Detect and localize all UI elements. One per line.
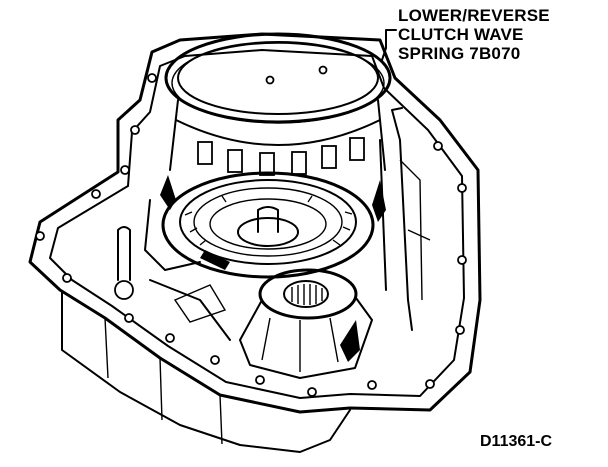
callout-line-3: SPRING 7B070 bbox=[398, 44, 521, 63]
left-dowel bbox=[117, 226, 131, 281]
drum-teeth bbox=[184, 195, 353, 246]
clutch-tabs bbox=[197, 137, 365, 176]
shadow-1 bbox=[160, 175, 176, 210]
wave-spring-edge bbox=[171, 42, 385, 124]
left-casting bbox=[144, 199, 231, 341]
right-servo bbox=[379, 107, 413, 331]
bearing-inner bbox=[283, 280, 329, 308]
wave-spring-outer bbox=[164, 32, 392, 124]
case-flange-outline bbox=[28, 32, 482, 414]
wave-spring-inner bbox=[177, 41, 379, 115]
shadow-3 bbox=[200, 250, 230, 270]
shadow-4 bbox=[340, 320, 360, 362]
callout-leader bbox=[381, 29, 397, 61]
right-channel bbox=[399, 159, 431, 301]
case-lower-rib bbox=[104, 317, 223, 445]
bearing-housing bbox=[239, 297, 373, 379]
callout-label: LOWER/REVERSE CLUTCH WAVE SPRING 7B070 bbox=[398, 6, 550, 63]
bearing-outer bbox=[258, 268, 358, 320]
drum-ring-3 bbox=[193, 187, 343, 257]
bearing-splines bbox=[291, 284, 323, 305]
left-boss bbox=[114, 280, 134, 300]
housing-ribs bbox=[261, 317, 339, 372]
case-inner-edge bbox=[49, 49, 465, 399]
drum-shaft bbox=[257, 206, 279, 233]
clutch-cylinder-walls bbox=[169, 99, 386, 171]
case-lower-body bbox=[61, 291, 351, 453]
left-slot bbox=[173, 284, 227, 323]
callout-line-2: CLUTCH WAVE bbox=[398, 25, 524, 44]
shadow-2 bbox=[372, 180, 386, 222]
drum-hub bbox=[237, 217, 299, 247]
figure-id: D11361-C bbox=[480, 433, 553, 450]
callout-line-1: LOWER/REVERSE bbox=[398, 6, 550, 25]
flange-bolt-holes bbox=[35, 65, 467, 397]
drum-ring-4 bbox=[209, 198, 327, 250]
drum-outer bbox=[161, 171, 375, 279]
drum-ring-2 bbox=[179, 179, 357, 265]
